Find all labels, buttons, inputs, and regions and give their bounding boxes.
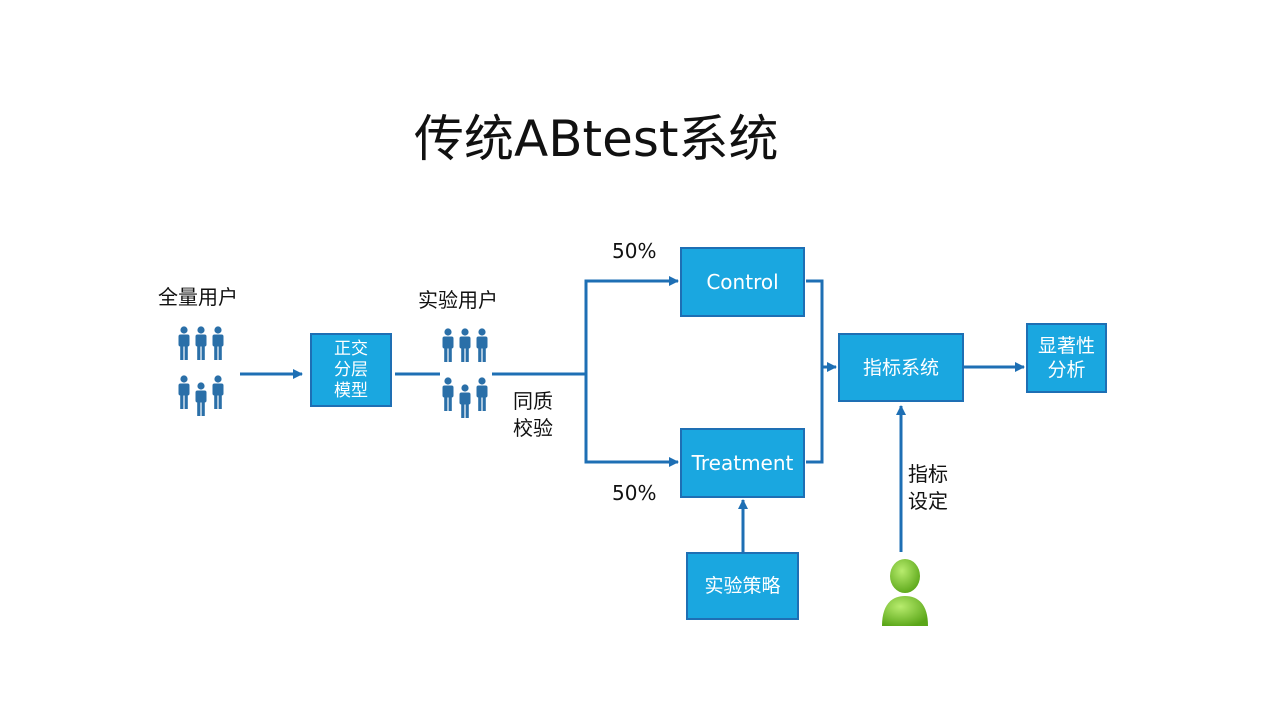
control-box-label: Control xyxy=(706,270,779,294)
metric-setting-line-2: 设定 xyxy=(908,489,948,513)
all-users-label: 全量用户 xyxy=(158,285,238,309)
treatment-box-label: Treatment xyxy=(691,451,794,475)
line-treatment-to-merge xyxy=(806,370,824,464)
homogeneity-check-line-1: 同质 xyxy=(513,389,553,413)
arrow-split-to-treatment xyxy=(584,374,679,467)
experiment-strategy-box: 实验策略 xyxy=(686,552,799,620)
all-users-people-group-icon xyxy=(178,326,224,416)
orthogonal-layer-model-line-1: 正交 xyxy=(334,338,368,359)
orthogonal-layer-model-line-2: 分层 xyxy=(334,359,368,380)
control-share-label: 50% xyxy=(612,239,657,263)
treatment-share-label: 50% xyxy=(612,481,657,505)
metric-setting-label: 指标 设定 xyxy=(908,461,948,515)
diagram-title: 传统ABtest系统 xyxy=(414,110,779,168)
treatment-box: Treatment xyxy=(680,428,805,498)
orthogonal-layer-model-line-3: 模型 xyxy=(334,380,368,401)
significance-analysis-line-1: 显著性 xyxy=(1037,335,1095,357)
significance-analysis-box: 显著性 分析 xyxy=(1026,323,1107,393)
arrow-split-to-control xyxy=(584,276,679,374)
experiment-users-label: 实验用户 xyxy=(418,288,498,312)
homogeneity-check-line-2: 校验 xyxy=(513,416,553,440)
metric-system-box-label: 指标系统 xyxy=(862,356,939,379)
orthogonal-layer-model-box: 正交 分层 模型 xyxy=(310,333,392,407)
experiment-strategy-box-label: 实验策略 xyxy=(704,575,781,597)
line-control-to-merge xyxy=(806,279,824,370)
metric-system-box: 指标系统 xyxy=(838,333,964,402)
significance-analysis-line-2: 分析 xyxy=(1047,359,1086,381)
homogeneity-check-label: 同质 校验 xyxy=(513,388,553,442)
experiment-users-people-group-icon xyxy=(442,328,488,418)
control-box: Control xyxy=(680,247,805,317)
analyst-person-icon xyxy=(882,559,928,626)
metric-setting-line-1: 指标 xyxy=(908,462,948,486)
